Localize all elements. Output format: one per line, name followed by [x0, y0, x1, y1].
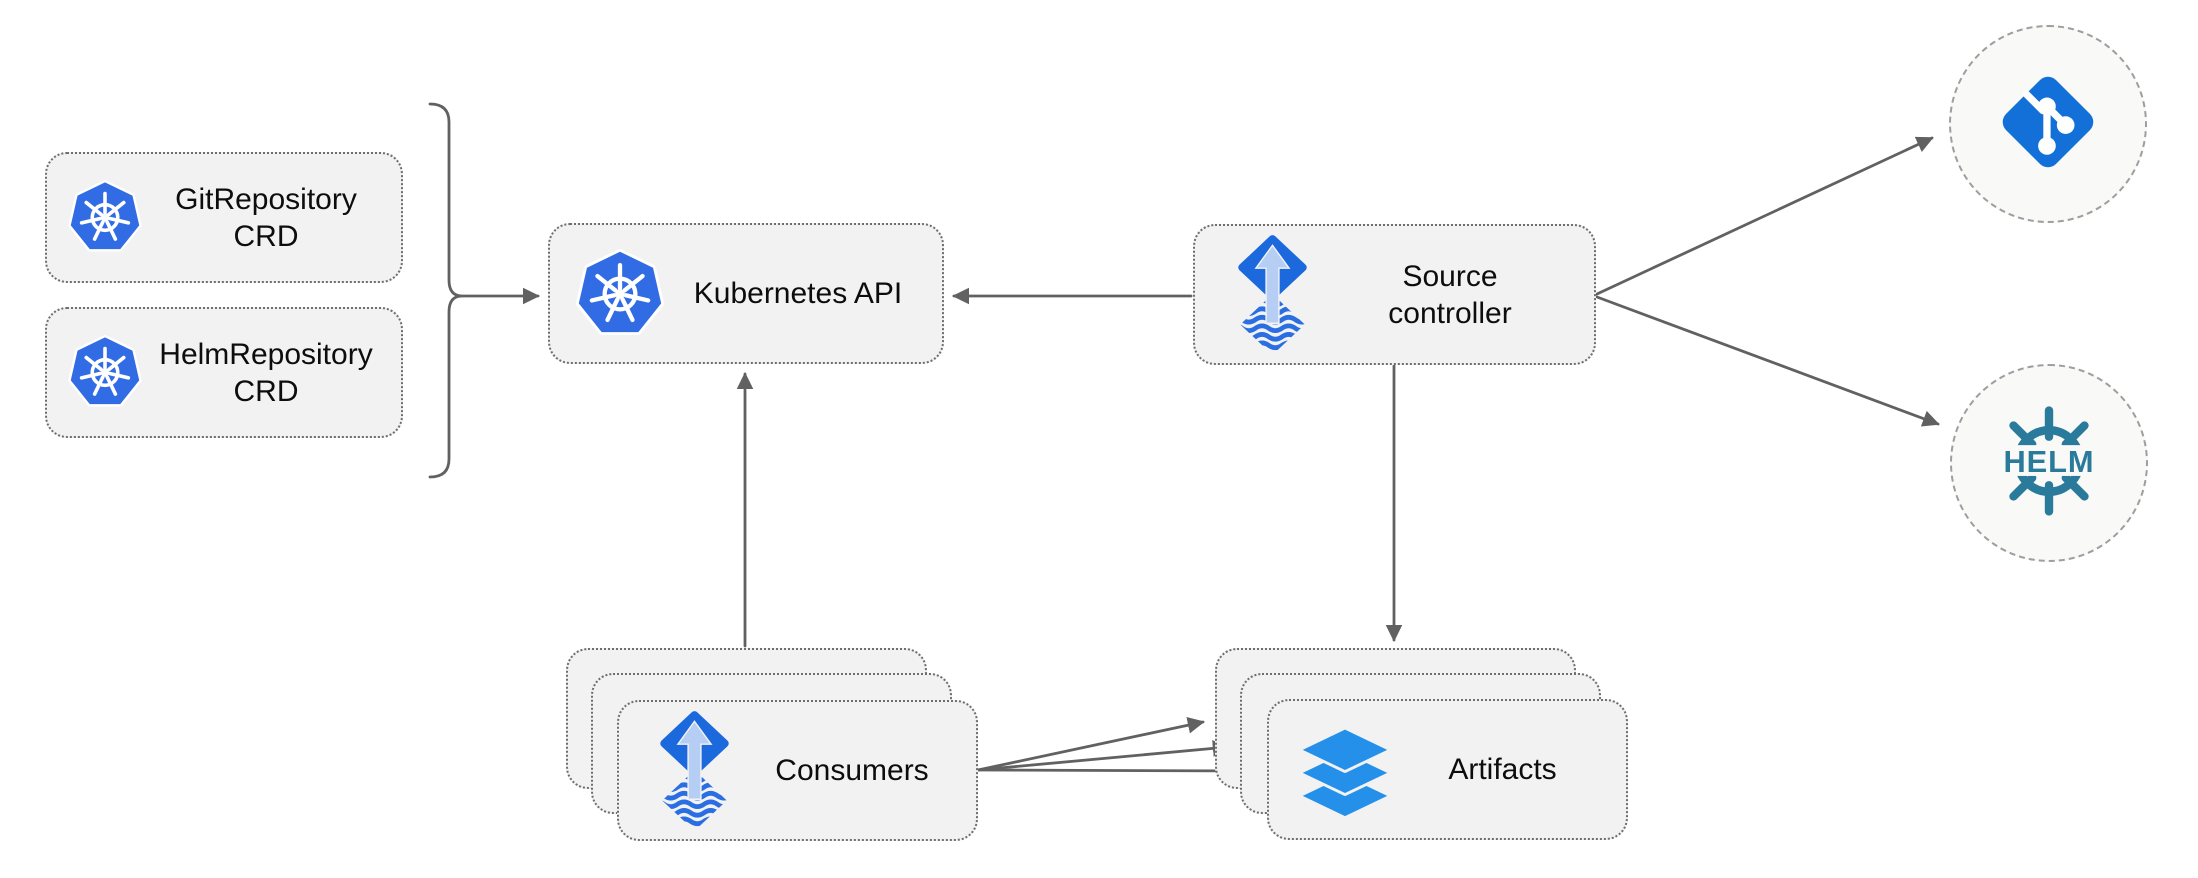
- bracket-crds: [428, 102, 464, 479]
- helm-icon: HELM: [1991, 405, 2107, 522]
- helm-logo-text: HELM: [2004, 444, 2095, 479]
- node-label: Consumers: [775, 754, 929, 787]
- git-icon: [1996, 70, 2100, 179]
- node-helm-endpoint: HELM: [1950, 364, 2148, 562]
- arrow-consumers-to-artifacts-2: [976, 740, 1230, 772]
- label-line2: controller: [1388, 296, 1512, 330]
- flux-icon: [647, 710, 742, 831]
- layers-icon: [1297, 720, 1393, 820]
- node-artifacts: Artifacts: [1267, 699, 1628, 840]
- arrow-source-to-git: [1595, 136, 1934, 296]
- arrow-consumers-to-artifacts-3: [976, 762, 1256, 780]
- label-line1: GitRepository: [175, 182, 357, 216]
- label-line1: HelmRepository: [159, 337, 373, 371]
- arrow-source-to-helm: [1595, 295, 1940, 427]
- kubernetes-icon: [572, 244, 668, 344]
- label-line1: Source: [1402, 259, 1498, 293]
- flux-icon: [1225, 234, 1320, 355]
- node-label: Kubernetes API: [693, 277, 903, 310]
- kubernetes-icon: [65, 176, 145, 259]
- label-line2: CRD: [233, 219, 299, 253]
- kubernetes-icon: [65, 331, 145, 414]
- node-label: Artifacts: [1448, 753, 1557, 786]
- arrow-consumers-to-artifacts-1: [976, 716, 1205, 772]
- node-kubernetes-api: Kubernetes API: [548, 223, 944, 364]
- node-consumers: Consumers: [617, 700, 978, 841]
- label-line2: CRD: [233, 374, 299, 408]
- node-git-endpoint: [1949, 25, 2147, 223]
